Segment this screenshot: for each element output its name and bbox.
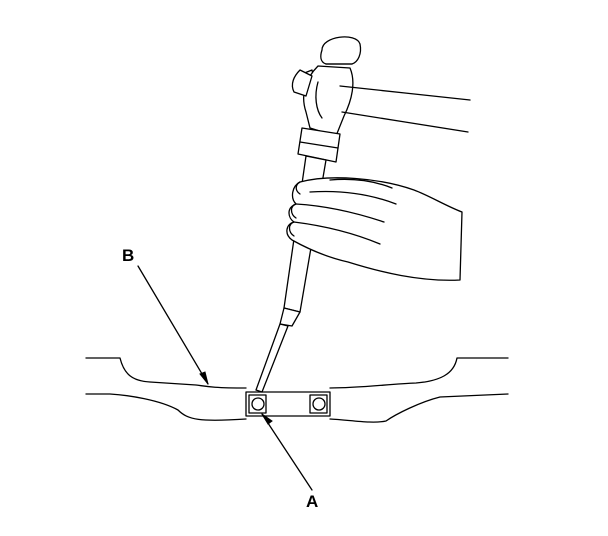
callout-a-label: A	[306, 492, 318, 511]
bearing-ball-right	[312, 397, 326, 411]
hand-on-drift	[286, 177, 463, 281]
bearing-ball-left	[251, 397, 265, 411]
hand-on-hammer	[291, 69, 471, 133]
callout-b-label: B	[122, 246, 134, 265]
callout-a: A	[261, 413, 318, 511]
housing-section	[85, 357, 509, 423]
bearing	[245, 391, 331, 417]
hammer	[297, 36, 362, 163]
callout-b: B	[122, 246, 209, 385]
